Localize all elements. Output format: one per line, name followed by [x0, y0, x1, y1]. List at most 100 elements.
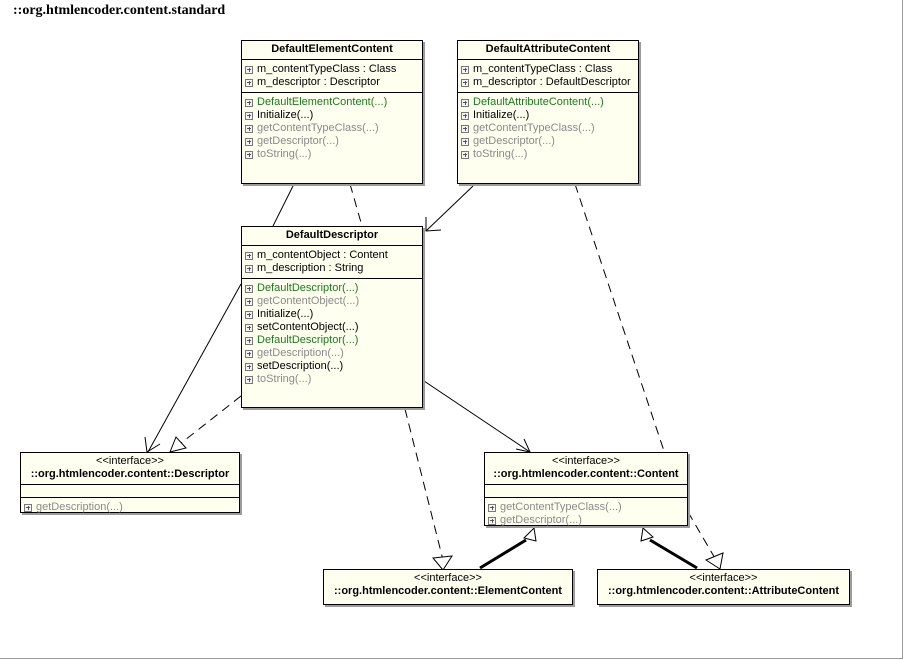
- attributes-section: [21, 485, 239, 498]
- edge-element-realization-lower[interactable]: [404, 408, 444, 561]
- operation-row[interactable]: getDescription(...): [245, 347, 419, 360]
- operation-row[interactable]: getContentTypeClass(...): [461, 122, 635, 135]
- edge-element-realization-arrowhead: [432, 555, 453, 571]
- class-name: ::org.htmlencoder.content::Descriptor: [30, 468, 230, 480]
- operation-row[interactable]: toString(...): [245, 148, 419, 161]
- expand-icon[interactable]: [245, 375, 253, 384]
- edge-attribute-content-realization[interactable]: [574, 183, 666, 455]
- expand-icon[interactable]: [461, 150, 469, 159]
- edge-elementcontent-generalization-arrowhead: [523, 526, 537, 542]
- interface-content[interactable]: <<interface>> ::org.htmlencoder.content:…: [484, 452, 688, 526]
- class-name: DefaultElementContent: [271, 43, 393, 55]
- operation-row[interactable]: Initialize(...): [245, 109, 419, 122]
- operation-row[interactable]: getContentObject(...): [245, 295, 419, 308]
- expand-icon[interactable]: [245, 111, 253, 120]
- edge-attributecontent-generalization-arrowhead: [640, 527, 654, 542]
- expand-icon[interactable]: [245, 264, 253, 273]
- expand-icon[interactable]: [245, 323, 253, 332]
- expand-icon[interactable]: [461, 98, 469, 107]
- operations-section: DefaultAttributeContent(...) Initialize(…: [458, 93, 638, 164]
- expand-icon[interactable]: [245, 284, 253, 293]
- expand-icon[interactable]: [461, 65, 469, 74]
- edge-attribute-realization-lower[interactable]: [687, 511, 717, 561]
- class-default-element-content[interactable]: DefaultElementContent m_contentTypeClass…: [241, 40, 423, 184]
- expand-icon[interactable]: [245, 362, 253, 371]
- operation-row[interactable]: toString(...): [461, 148, 635, 161]
- operation-row[interactable]: getDescription(...): [24, 501, 236, 514]
- expand-icon[interactable]: [245, 251, 253, 260]
- expand-icon[interactable]: [488, 503, 496, 512]
- stereotype-label: <<interface>>: [96, 455, 164, 467]
- expand-icon[interactable]: [245, 137, 253, 146]
- edge-attribute-descriptor-arrowhead: [425, 217, 442, 232]
- expand-icon[interactable]: [245, 124, 253, 133]
- class-name: ::org.htmlencoder.content::ElementConten…: [334, 585, 562, 597]
- operation-row[interactable]: DefaultAttributeContent(...): [461, 96, 635, 109]
- edge-attributecontent-generalization[interactable]: [649, 538, 698, 570]
- operation-row[interactable]: toString(...): [245, 373, 419, 386]
- edge-element-descriptor-assoc[interactable]: [272, 183, 295, 227]
- attributes-section: m_contentObject : Content m_description …: [242, 246, 422, 279]
- expand-icon[interactable]: [461, 137, 469, 146]
- stereotype-label: <<interface>>: [689, 572, 758, 584]
- interface-descriptor[interactable]: <<interface>> ::org.htmlencoder.content:…: [20, 452, 240, 513]
- class-default-descriptor[interactable]: DefaultDescriptor m_contentObject : Cont…: [241, 226, 423, 408]
- class-default-attribute-content[interactable]: DefaultAttributeContent m_contentTypeCla…: [457, 40, 639, 184]
- attributes-section: [485, 485, 687, 498]
- edge-element-realization[interactable]: [349, 183, 363, 227]
- class-name: DefaultDescriptor: [285, 229, 379, 241]
- expand-icon[interactable]: [245, 65, 253, 74]
- operations-section: getDescription(...): [21, 498, 239, 517]
- operations-section: DefaultDescriptor(...) getContentObject(…: [242, 279, 422, 389]
- edge-descriptor-assoc[interactable]: [147, 283, 242, 453]
- operations-section: getContentTypeClass(...) getDescriptor(.…: [485, 498, 687, 530]
- operation-row[interactable]: DefaultDescriptor(...): [245, 334, 419, 347]
- attribute-row[interactable]: m_description : String: [245, 262, 419, 275]
- attribute-row[interactable]: m_descriptor : DefaultDescriptor: [461, 76, 635, 89]
- operation-row[interactable]: getDescriptor(...): [245, 135, 419, 148]
- operation-row[interactable]: Initialize(...): [245, 308, 419, 321]
- attribute-row[interactable]: m_contentObject : Content: [245, 249, 419, 262]
- expand-icon[interactable]: [245, 310, 253, 319]
- operation-row[interactable]: setContentObject(...): [245, 321, 419, 334]
- edge-attribute-realization-arrowhead: [704, 552, 724, 570]
- operation-row[interactable]: DefaultDescriptor(...): [245, 282, 419, 295]
- operation-row[interactable]: Initialize(...): [461, 109, 635, 122]
- expand-icon[interactable]: [461, 78, 469, 87]
- expand-icon[interactable]: [245, 349, 253, 358]
- edge-descriptor-realization-arrowhead: [169, 436, 187, 453]
- edge-descriptor-realization[interactable]: [179, 395, 242, 445]
- operation-row[interactable]: getContentTypeClass(...): [245, 122, 419, 135]
- edge-elementcontent-generalization[interactable]: [479, 538, 527, 570]
- operation-row[interactable]: getDescriptor(...): [488, 514, 684, 527]
- operation-row[interactable]: getContentTypeClass(...): [488, 501, 684, 514]
- expand-icon[interactable]: [461, 111, 469, 120]
- interface-element-content[interactable]: <<interface>> ::org.htmlencoder.content:…: [323, 569, 573, 605]
- expand-icon[interactable]: [245, 150, 253, 159]
- class-name: DefaultAttributeContent: [485, 43, 611, 55]
- expand-icon[interactable]: [461, 124, 469, 133]
- class-name: ::org.htmlencoder.content::Content: [493, 468, 679, 480]
- operation-row[interactable]: getDescriptor(...): [461, 135, 635, 148]
- interface-attribute-content[interactable]: <<interface>> ::org.htmlencoder.content:…: [597, 569, 850, 605]
- attribute-row[interactable]: m_contentTypeClass : Class: [245, 63, 419, 76]
- attributes-section: m_contentTypeClass : Class m_descriptor …: [458, 60, 638, 93]
- expand-icon[interactable]: [245, 98, 253, 107]
- edge-descriptor-content-assoc[interactable]: [423, 380, 531, 453]
- attribute-row[interactable]: m_descriptor : Descriptor: [245, 76, 419, 89]
- expand-icon[interactable]: [24, 503, 32, 512]
- attributes-section: m_contentTypeClass : Class m_descriptor …: [242, 60, 422, 93]
- diagram-title: ::org.htmlencoder.content.standard: [13, 3, 226, 18]
- expand-icon[interactable]: [245, 336, 253, 345]
- expand-icon[interactable]: [245, 78, 253, 87]
- operation-row[interactable]: DefaultElementContent(...): [245, 96, 419, 109]
- expand-icon[interactable]: [245, 297, 253, 306]
- attribute-row[interactable]: m_contentTypeClass : Class: [461, 63, 635, 76]
- operations-section: DefaultElementContent(...) Initialize(..…: [242, 93, 422, 164]
- expand-icon[interactable]: [488, 516, 496, 525]
- edge-attribute-descriptor-assoc[interactable]: [425, 185, 474, 232]
- operation-row[interactable]: setDescription(...): [245, 360, 419, 373]
- stereotype-label: <<interface>>: [414, 572, 482, 584]
